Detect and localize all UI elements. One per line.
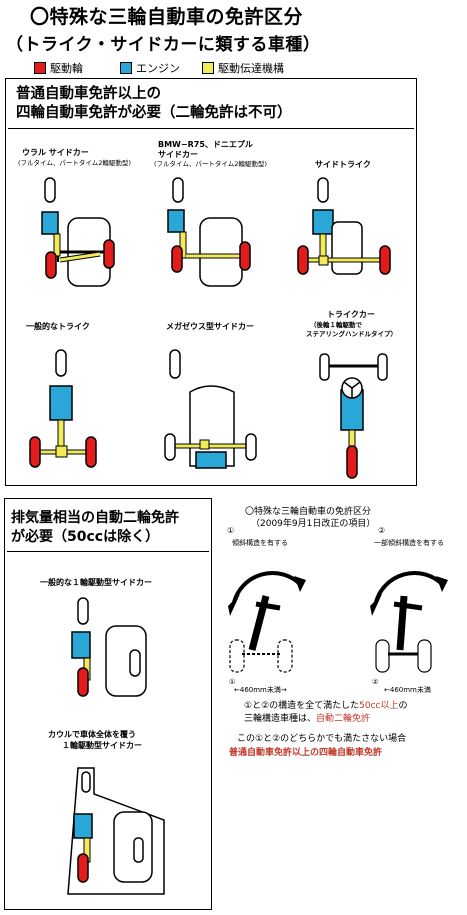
vehicle-label-trike: 一般的なトライク — [26, 322, 90, 331]
vehicle-label-trike-car: トライクカー — [327, 310, 375, 319]
divider — [7, 551, 209, 552]
width-limit-2: ←460mm未満 — [384, 686, 431, 694]
diagram-ural-sidecar — [41, 177, 115, 287]
engine-swatch — [120, 62, 132, 74]
legend-item-drivetrain: 駆動伝達機構 — [202, 60, 284, 76]
vehicle-sub-trike-car-2: ステアリングハンドルタイプ） — [306, 330, 397, 338]
legend-label: 駆動伝達機構 — [218, 62, 284, 75]
section1-header-line2: 四輪自動車免許が必要（二輪免許は不可） — [16, 105, 292, 121]
diagram-megazeus-sidecar — [164, 349, 257, 469]
diagram-general-trike — [29, 349, 97, 468]
diagram-cowl-sidecar — [67, 767, 165, 895]
vehicle-label-one-wheel-sidecar: 一般的な１輪駆動型サイドカー — [40, 578, 152, 587]
legend-item-drive-wheel: 駆動輪 — [34, 60, 83, 76]
diagram-side-trike — [297, 177, 391, 275]
cond1-label: 傾斜構造を有する — [232, 539, 288, 547]
rule-text-1b: 50cc以上 — [359, 701, 399, 711]
vehicle-label-ural: ウラル サイドカー — [22, 148, 89, 157]
legend-label: 駆動輪 — [50, 62, 83, 75]
section2-header-line2: が必要（50ccは除く） — [11, 529, 160, 545]
vehicle-label-bmw-2: サイドカー — [158, 150, 198, 159]
diagram-bmw-sidecar — [167, 177, 251, 287]
rule-text-2b: 自動二輪免許 — [316, 714, 371, 724]
rule-text-1c: の — [398, 701, 408, 711]
vehicle-label-cowl-sidecar-2: １輪駆動型サイドカー — [62, 741, 142, 750]
rule-text-2: 三輪構造車種は、自動二輪免許 — [244, 713, 370, 725]
diagram-partial-tilt-structure — [370, 571, 448, 673]
cond1-number-small: ① — [229, 678, 236, 686]
vehicle-label-cowl-sidecar-1: カウルで車体全体を覆う — [48, 730, 136, 739]
diagram-one-wheel-sidecar — [71, 597, 147, 697]
section2-header-line1: 排気量相当の自動二輪免許 — [11, 510, 179, 526]
diagram-trike-car — [319, 353, 388, 479]
vehicle-sub-trike-car-1: （後輪１輪駆動で — [310, 321, 362, 329]
vehicle-label-side-trike: サイドトライク — [315, 160, 371, 169]
rule-text-1a: ①と②の構造を全て満たした — [244, 701, 360, 711]
rule-text-3: この①と②のどちらかでも満たさない場合 — [237, 734, 407, 744]
drivetrain-swatch — [202, 62, 214, 74]
cond2-number-small: ② — [372, 678, 379, 686]
cond2-label: 一部傾斜構造を有する — [374, 539, 444, 547]
width-limit-1: ←460mm未満→ — [234, 686, 287, 694]
drive-wheel-swatch — [34, 62, 46, 74]
cond1-number: ① — [227, 526, 235, 535]
rule-text-2a: 三輪構造車種は、 — [244, 714, 317, 724]
rule-text-4: 普通自動車免許以上の四輪自動車免許 — [229, 748, 383, 758]
vehicle-label-bmw: BMW−R75、ドニエプル — [158, 140, 253, 149]
vehicle-sub-bmw: (フルタイム、パートタイム2輪駆動型) — [154, 160, 267, 168]
rules-subtitle: （2009年9月1日改正の項目） — [251, 519, 376, 529]
vehicle-label-megazeus: メガゼウス型サイドカー — [166, 322, 254, 331]
page-subtitle: （トライク・サイドカーに類する車種） — [6, 35, 321, 55]
cond2-number: ② — [378, 526, 386, 535]
page-title: 〇特殊な三輪自動車の免許区分 — [30, 6, 304, 28]
section1-header-line1: 普通自動車免許以上の — [16, 86, 161, 102]
rules-title: 〇特殊な三輪自動車の免許区分 — [245, 507, 372, 517]
rule-text-1: ①と②の構造を全て満たした50cc以上の — [244, 700, 408, 712]
diagram-tilt-structure — [228, 571, 306, 673]
divider — [8, 128, 414, 129]
vehicle-sub-ural: (フルタイム、パートタイム2輪駆動型) — [18, 159, 131, 167]
legend-label: エンジン — [136, 62, 180, 75]
legend-item-engine: エンジン — [120, 60, 180, 76]
